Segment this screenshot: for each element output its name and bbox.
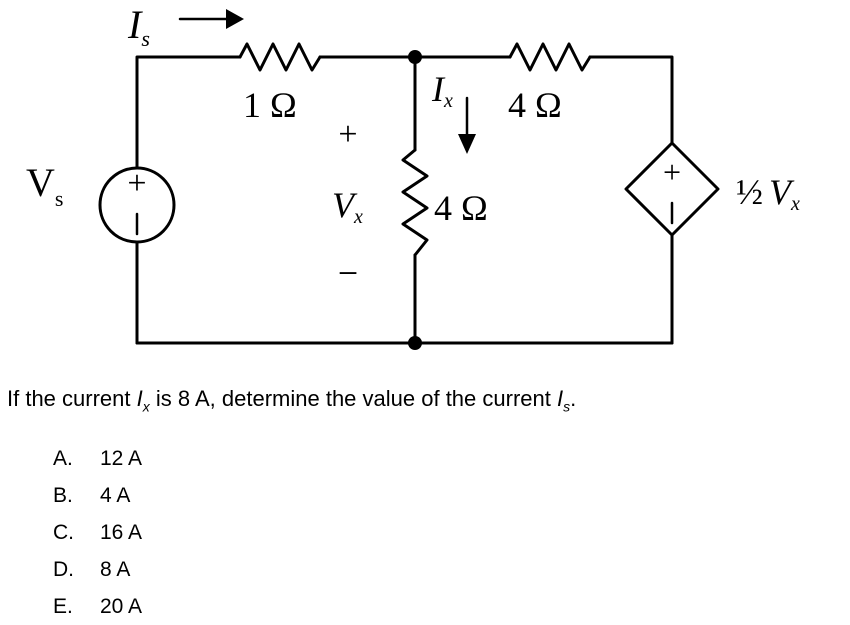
option-text: 8 A	[100, 558, 131, 581]
option-text: 16 A	[100, 521, 143, 544]
option-letter: C.	[53, 521, 74, 544]
option-e[interactable]: E. 20 A	[53, 588, 142, 625]
vx-plus-sign: +	[338, 116, 357, 153]
voltage-source-vs: +	[98, 165, 176, 244]
junction-node-bottom	[408, 336, 422, 350]
option-text: 12 A	[100, 447, 143, 470]
source-label: Vs	[26, 160, 63, 211]
option-c[interactable]: C. 16 A	[53, 514, 142, 551]
is-arrow-icon	[178, 9, 244, 29]
option-a[interactable]: A. 12 A	[53, 440, 142, 477]
junction-node-top	[408, 50, 422, 64]
option-letter: B.	[53, 484, 73, 507]
question-text: If the current Ix is 8 A, determine the …	[7, 386, 577, 415]
option-letter: E.	[53, 595, 73, 618]
option-d[interactable]: D. 8 A	[53, 551, 142, 588]
r-top-label: 4 Ω	[508, 85, 562, 125]
dep-plus-sign: +	[663, 154, 681, 190]
r-mid-label: 4 Ω	[434, 188, 488, 228]
resistor-middle-4-ohm	[401, 148, 429, 257]
vx-minus-sign: −	[338, 253, 358, 293]
resistor-top-4-ohm	[508, 42, 592, 72]
ix-current-label: Ix	[431, 69, 453, 112]
option-letter: D.	[53, 558, 74, 581]
source-plus-sign: +	[127, 165, 146, 202]
r1-label: 1 Ω	[243, 85, 297, 125]
option-letter: A.	[53, 447, 73, 470]
vx-label: Vx	[332, 185, 363, 228]
circuit-wires	[135, 55, 674, 345]
dependent-voltage-source: +	[624, 141, 720, 237]
ix-arrow-down-icon	[458, 96, 476, 154]
option-b[interactable]: B. 4 A	[53, 477, 142, 514]
option-text: 20 A	[100, 595, 143, 618]
resistor-1-ohm	[238, 42, 322, 72]
is-current-label: Is	[127, 2, 150, 51]
answer-options: A. 12 A B. 4 A C. 16 A D. 8 A E. 20 A	[53, 440, 142, 625]
option-text: 4 A	[100, 484, 131, 507]
